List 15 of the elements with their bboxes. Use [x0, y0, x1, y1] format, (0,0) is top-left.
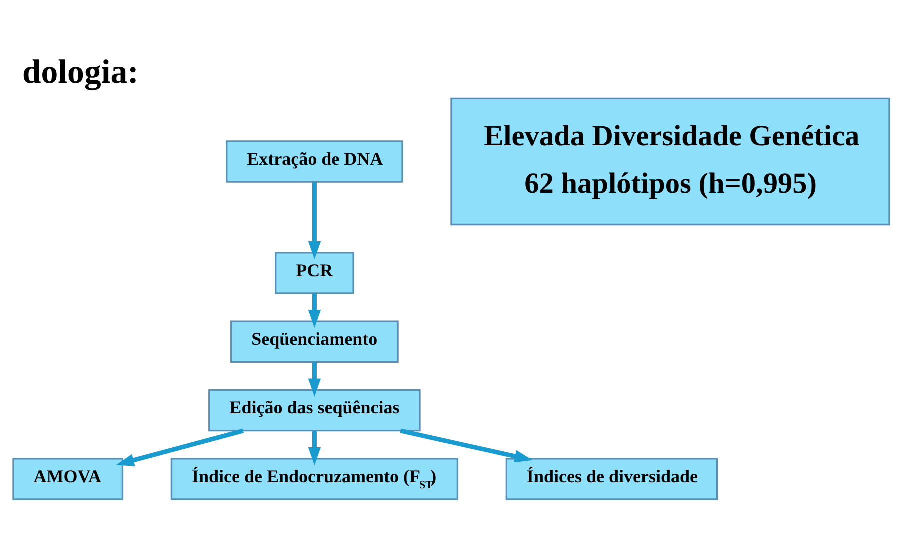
arrow [400, 428, 532, 462]
diagram-title: dologia: [22, 53, 138, 90]
node-box: Índice de Endocruzamento (F$_{ST}$) [170, 458, 458, 500]
node-box: AMOVA [12, 458, 124, 500]
arrow [308, 430, 321, 466]
arrow [308, 182, 321, 260]
node-box: PCR [274, 252, 354, 294]
node-box: Extração de DNA [226, 140, 403, 182]
node-box: Edição das seqüências [208, 388, 420, 432]
node-box: Índices de diversidade [505, 458, 718, 500]
arrow [308, 293, 321, 328]
node-box: Elevada Diversidade Genética 62 haplótipos (h=0,995) [450, 97, 890, 226]
arrow [116, 428, 244, 466]
node-box: Seqüenciamento [230, 320, 398, 362]
arrow [308, 362, 321, 396]
